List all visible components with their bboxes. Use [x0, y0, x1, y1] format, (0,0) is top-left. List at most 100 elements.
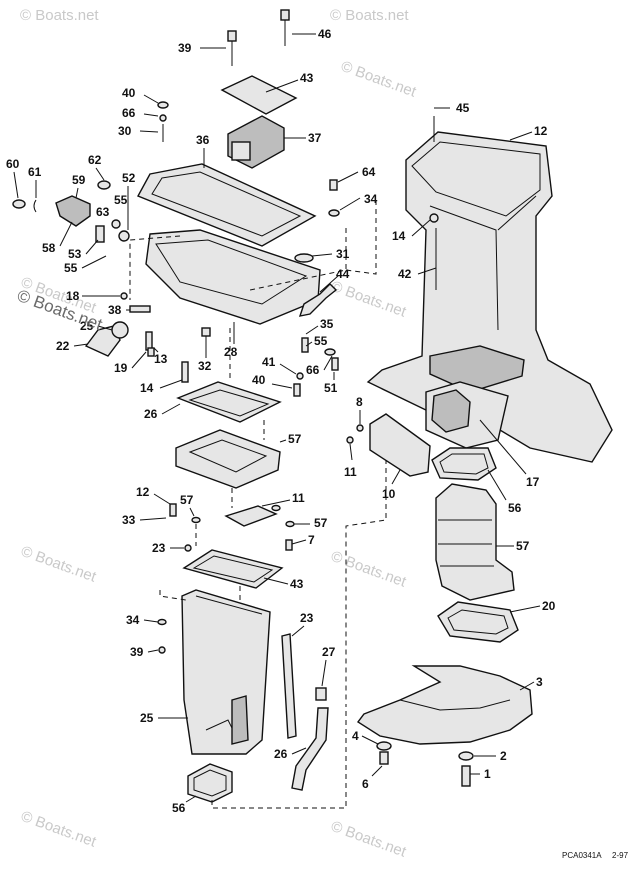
callout-59a: 57: [180, 493, 195, 517]
callout-14: 13: [153, 347, 168, 366]
parts-artwork: [12, 9, 613, 809]
callout-58b: 55: [64, 255, 107, 275]
callout-3: 3: [519, 675, 543, 691]
svg-text:12: 12: [534, 124, 548, 138]
callout-18: 17: [479, 419, 540, 489]
svg-text:13: 13: [154, 352, 168, 366]
watermark: © Boats.net: [19, 543, 99, 586]
callout-49: 45: [434, 101, 470, 115]
svg-text:11: 11: [292, 491, 305, 505]
watermark: © Boats.net: [20, 7, 99, 24]
callout-38: 37: [284, 131, 322, 145]
figure-code: PCA0341A: [562, 851, 602, 860]
svg-text:53: 53: [68, 247, 82, 261]
callout-2: 2: [474, 749, 507, 763]
svg-text:57: 57: [314, 516, 328, 530]
callout-45: 42: [398, 267, 437, 281]
callout-15: 12: [509, 124, 548, 141]
svg-text:31: 31: [336, 247, 350, 261]
callout-43: 43: [265, 71, 314, 93]
callout-23: 23: [152, 541, 184, 555]
svg-text:56: 56: [508, 501, 522, 515]
svg-text:1: 1: [484, 767, 491, 781]
svg-text:12: 12: [136, 485, 150, 499]
svg-text:43: 43: [290, 577, 304, 591]
svg-text:43: 43: [300, 71, 314, 85]
svg-text:45: 45: [456, 101, 470, 115]
callout-61: 59: [72, 173, 86, 199]
watermark: © Boats.net: [329, 278, 409, 321]
callout-37: 36: [196, 133, 210, 168]
callout-60: 58: [42, 221, 73, 255]
svg-text:25: 25: [80, 319, 94, 333]
svg-text:33: 33: [122, 513, 136, 527]
footer: PCA0341A 2-97: [562, 851, 629, 860]
svg-text:30: 30: [118, 124, 132, 138]
callout-55a: 56: [487, 469, 522, 515]
callout-22: 22: [56, 339, 89, 353]
svg-text:26: 26: [274, 747, 288, 761]
callout-64: 62: [88, 153, 105, 181]
svg-text:26: 26: [144, 407, 158, 421]
callout-27: 26: [274, 747, 307, 761]
svg-text:10: 10: [382, 487, 396, 501]
svg-text:55: 55: [114, 193, 128, 207]
watermark: © Boats.net: [339, 58, 419, 101]
callout-52: 52: [122, 171, 136, 230]
svg-text:25: 25: [140, 711, 154, 725]
callout-24: 23: [291, 611, 314, 637]
svg-text:57: 57: [516, 539, 530, 553]
svg-text:66: 66: [306, 363, 320, 377]
callout-16: 14: [140, 379, 183, 395]
callout-34a: 34: [339, 192, 378, 211]
callout-12: 11: [261, 491, 305, 507]
callout-51: 51: [324, 372, 338, 395]
svg-text:20: 20: [542, 599, 556, 613]
svg-text:34: 34: [126, 613, 140, 627]
svg-text:64: 64: [362, 165, 376, 179]
svg-text:7: 7: [308, 533, 315, 547]
svg-text:58: 58: [42, 241, 56, 255]
svg-text:57: 57: [288, 432, 302, 446]
callout-31: 30: [118, 124, 159, 138]
callout-36: 35: [305, 317, 334, 335]
svg-text:55: 55: [64, 261, 78, 275]
svg-text:39: 39: [130, 645, 144, 659]
callout-30: 28: [224, 322, 238, 359]
callout-62: 60: [6, 157, 20, 199]
svg-text:66: 66: [122, 106, 136, 120]
callout-19: 18: [66, 289, 120, 303]
callout-29: 26: [144, 403, 181, 421]
callout-55b: 56: [172, 795, 197, 815]
callout-25: 25: [80, 319, 113, 333]
callout-56: 57: [279, 432, 302, 446]
svg-text:8: 8: [356, 395, 363, 409]
callout-47: 43: [263, 577, 304, 591]
callout-67b: 66: [306, 355, 333, 377]
callout-58a: 55: [114, 193, 128, 207]
svg-text:40: 40: [252, 373, 266, 387]
svg-text:35: 35: [320, 317, 334, 331]
svg-text:37: 37: [308, 131, 322, 145]
svg-text:57: 57: [180, 493, 194, 507]
svg-text:23: 23: [300, 611, 314, 625]
svg-text:44: 44: [336, 267, 350, 281]
callout-65: 63: [96, 205, 110, 219]
callout-26: 25: [140, 711, 188, 725]
svg-text:23: 23: [152, 541, 166, 555]
callout-41: 38: [108, 303, 130, 317]
callout-20: 19: [114, 351, 147, 375]
callout-48: 44: [319, 267, 350, 293]
svg-text:18: 18: [66, 289, 80, 303]
figure-date: 2-97: [612, 851, 629, 860]
callout-28: 27: [321, 645, 336, 687]
watermark: © Boats.net: [330, 7, 409, 24]
svg-text:56: 56: [172, 801, 186, 815]
svg-text:28: 28: [224, 345, 238, 359]
watermark: © Boats.net: [19, 808, 99, 851]
svg-text:39: 39: [178, 41, 192, 55]
callout-8: 8: [356, 395, 363, 424]
svg-text:6: 6: [362, 777, 369, 791]
svg-text:2: 2: [500, 749, 507, 763]
